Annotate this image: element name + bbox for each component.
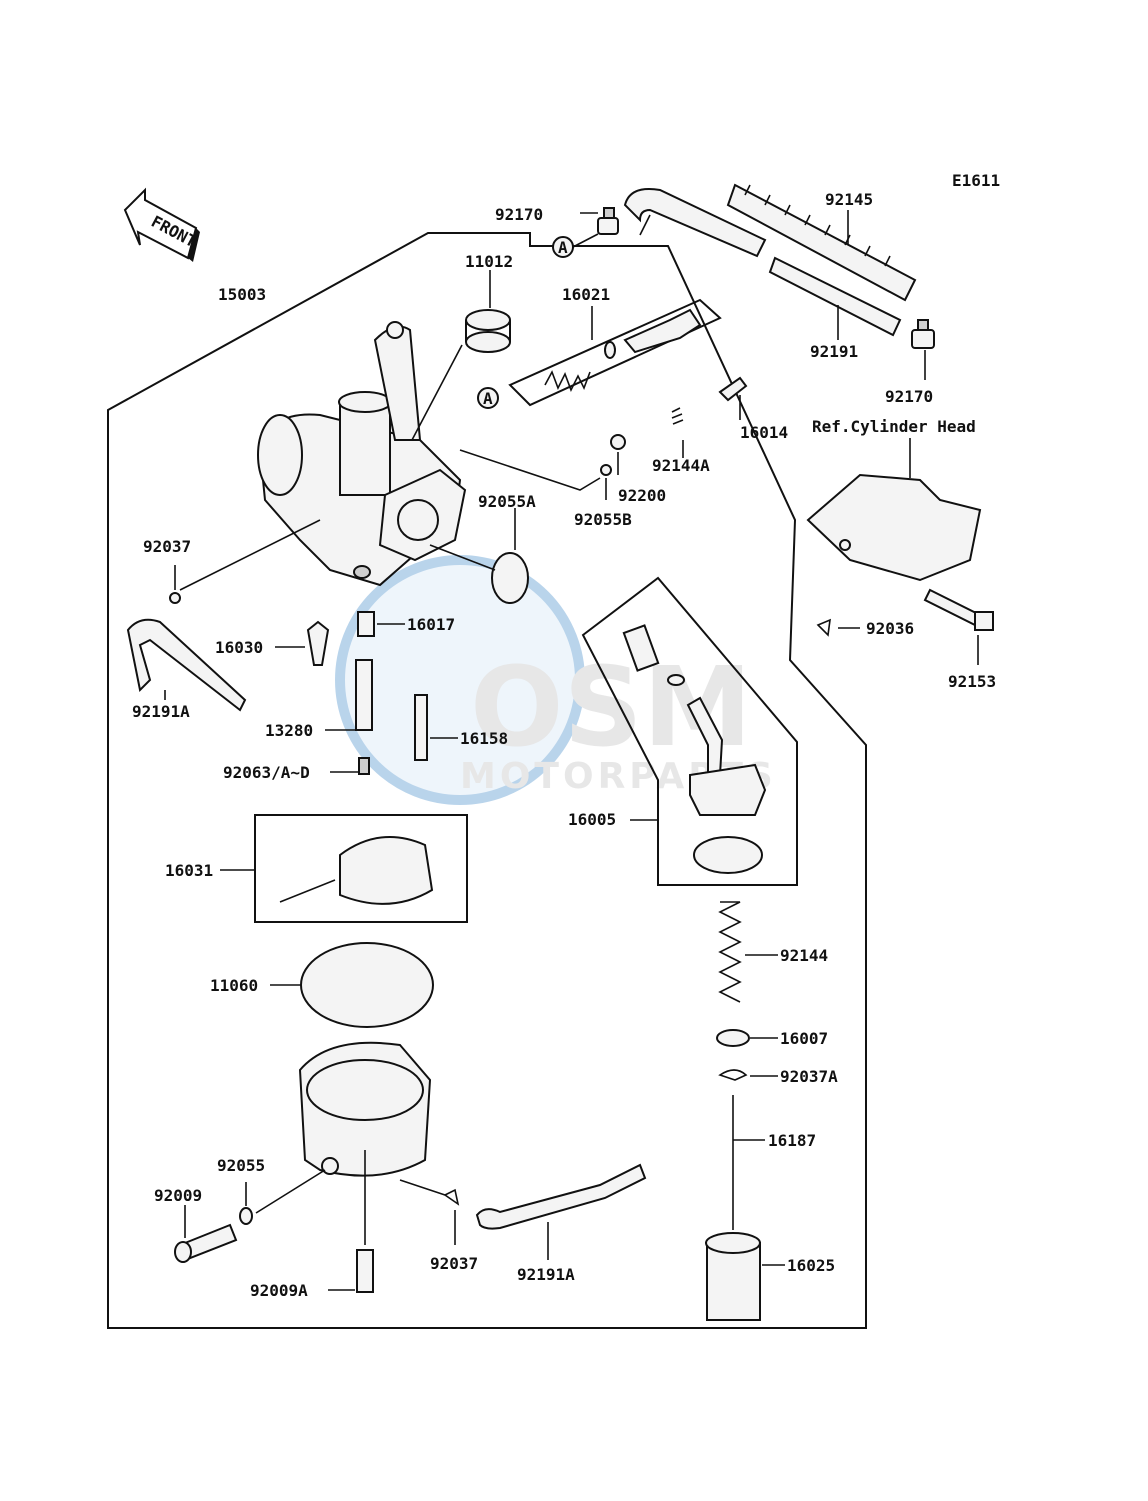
cylinder-head-ref <box>806 473 982 582</box>
part-16007-washer <box>716 1029 750 1047</box>
front-arrow-icon: FRONT <box>123 187 200 262</box>
label-92063: 92063/A~D <box>223 763 310 782</box>
part-16158-screw <box>414 694 428 761</box>
label-92037A: 92037A <box>780 1067 838 1086</box>
part-16014-screw <box>718 376 748 402</box>
label-16030: 16030 <box>215 638 263 657</box>
label-92200: 92200 <box>618 486 666 505</box>
label-92191A-left: 92191A <box>132 702 190 721</box>
carburetor-body <box>257 321 467 587</box>
clip-92170-right <box>911 319 935 349</box>
label-92191: 92191 <box>810 342 858 361</box>
label-92055A: 92055A <box>478 492 536 511</box>
label-92037-bottom: 92037 <box>430 1254 478 1273</box>
part-92055A-oring <box>491 552 529 604</box>
part-92009A-screw <box>356 1249 374 1293</box>
label-16007: 16007 <box>780 1029 828 1048</box>
part-16021-spring <box>544 370 591 392</box>
part-16021-group <box>508 298 722 407</box>
label-92144A: 92144A <box>652 456 710 475</box>
label-92009A: 92009A <box>250 1281 308 1300</box>
diagram-code: E1611 <box>952 171 1000 190</box>
hose-92191A-bottom <box>475 1163 647 1230</box>
label-92055B: 92055B <box>574 510 632 529</box>
label-92170-right: 92170 <box>885 387 933 406</box>
label-92009: 92009 <box>154 1186 202 1205</box>
part-16025-slide <box>706 1242 761 1321</box>
label-92145: 92145 <box>825 190 873 209</box>
hose-92191 <box>623 188 902 337</box>
part-92144-spring <box>718 901 742 1003</box>
part-16031-box <box>254 814 468 923</box>
part-16030-needle <box>306 620 330 666</box>
float-bowl <box>298 1041 432 1177</box>
label-13280: 13280 <box>265 721 313 740</box>
callout-a-top-label: A <box>558 238 568 257</box>
label-92144: 92144 <box>780 946 828 965</box>
part-92153-bolt <box>923 588 982 627</box>
label-16187: 16187 <box>768 1131 816 1150</box>
part-16017 <box>357 611 375 637</box>
callout-a-body <box>477 387 499 409</box>
ref-note: Ref.Cylinder Head <box>812 417 976 436</box>
clip-92170-top <box>597 207 619 235</box>
label-16031: 16031 <box>165 861 213 880</box>
clip-92036 <box>816 618 831 637</box>
label-92055: 92055 <box>217 1156 265 1175</box>
label-92191A-bottom: 92191A <box>517 1265 575 1284</box>
clip-92037-bottom <box>443 1188 460 1206</box>
part-11060-gasket <box>300 942 434 1028</box>
callout-a-body-label: A <box>483 389 493 408</box>
label-16158: 16158 <box>460 729 508 748</box>
label-16017: 16017 <box>407 615 455 634</box>
part-92055-oring <box>239 1207 253 1225</box>
main-frame <box>107 232 867 1329</box>
hose-92191A-left <box>126 618 247 712</box>
part-92063-jet <box>358 757 370 775</box>
label-92170-top: 92170 <box>495 205 543 224</box>
label-11060: 11060 <box>210 976 258 995</box>
label-16025: 16025 <box>787 1256 835 1275</box>
part-13280-jet <box>355 659 373 731</box>
label-15003: 15003 <box>218 285 266 304</box>
label-16021: 16021 <box>562 285 610 304</box>
label-92036: 92036 <box>866 619 914 638</box>
label-16014: 16014 <box>740 423 788 442</box>
part-11012-cap <box>465 309 511 353</box>
label-16005: 16005 <box>568 810 616 829</box>
part-16005-box <box>581 576 798 886</box>
clip-92037A <box>718 1069 748 1081</box>
spring-hose-92145 <box>726 183 917 302</box>
label-92153: 92153 <box>948 672 996 691</box>
label-92037-left: 92037 <box>143 537 191 556</box>
label-11012: 11012 <box>465 252 513 271</box>
